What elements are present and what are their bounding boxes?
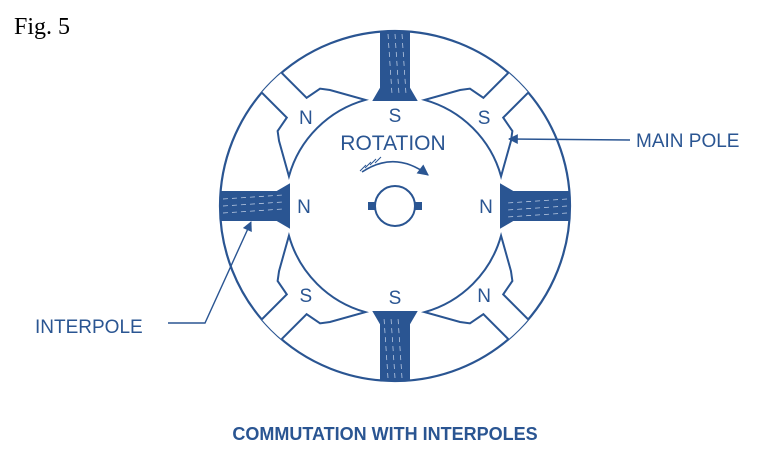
interpole-winding-line <box>397 317 403 379</box>
shaft <box>368 185 422 227</box>
main-pole-shape <box>252 231 370 349</box>
rotation-arrow <box>359 156 429 176</box>
diagram-title: COMMUTATION WITH INTERPOLES <box>232 424 537 444</box>
interpole-polarity-label: N <box>297 197 311 218</box>
interpole-right <box>500 183 570 229</box>
interpole-polarity-label: S <box>389 106 402 127</box>
interpole-winding-line <box>506 212 568 218</box>
main-pole-leader <box>508 134 631 144</box>
interpole-shape <box>220 183 290 229</box>
interpole-winding-line <box>383 317 389 379</box>
interpole-leader <box>168 221 252 324</box>
main-pole-label: MAIN POLE <box>636 131 739 152</box>
interpole-label: INTERPOLE <box>35 317 143 338</box>
interpole-winding-line <box>401 33 407 95</box>
rotation-label: ROTATION <box>340 132 445 155</box>
interpole-shape <box>372 31 418 101</box>
main-pole-polarity-label: N <box>477 286 491 307</box>
interpole-left <box>220 183 290 229</box>
interpole-winding-line <box>506 205 568 211</box>
interpole-polarity-label: S <box>389 288 402 309</box>
interpole-winding-line <box>394 33 400 95</box>
interpole-winding-line <box>222 194 284 200</box>
main-pole-polarity-label: N <box>299 108 313 129</box>
interpole-shape <box>500 183 570 229</box>
interpole-winding-line <box>390 317 396 379</box>
main-pole-upper-right <box>420 63 538 181</box>
main-pole-shape <box>252 63 370 181</box>
shaft-key-left <box>368 202 375 210</box>
main-pole-lower-right <box>420 231 538 349</box>
interpole-winding-line <box>506 198 568 204</box>
interpole-top <box>372 31 418 101</box>
main-pole-polarity-label: S <box>300 286 313 307</box>
figure-label: Fig. 5 <box>14 14 70 40</box>
interpole-winding-line <box>222 208 284 214</box>
main-pole-polarity-label: S <box>478 108 491 129</box>
interpole-polarity-label: N <box>479 197 493 218</box>
interpole-winding-line <box>222 201 284 207</box>
shaft-circle <box>374 185 416 227</box>
interpole-winding-line <box>387 33 393 95</box>
main-pole-upper-left <box>252 63 370 181</box>
interpole-shape <box>372 311 418 381</box>
main-pole-callout: MAIN POLE <box>508 131 739 152</box>
main-pole-shape <box>420 63 538 181</box>
interpole-callout: INTERPOLE <box>35 221 252 338</box>
main-pole-lower-left <box>252 231 370 349</box>
shaft-key-right <box>415 202 422 210</box>
interpole-bottom <box>372 311 418 381</box>
main-pole-shape <box>420 231 538 349</box>
